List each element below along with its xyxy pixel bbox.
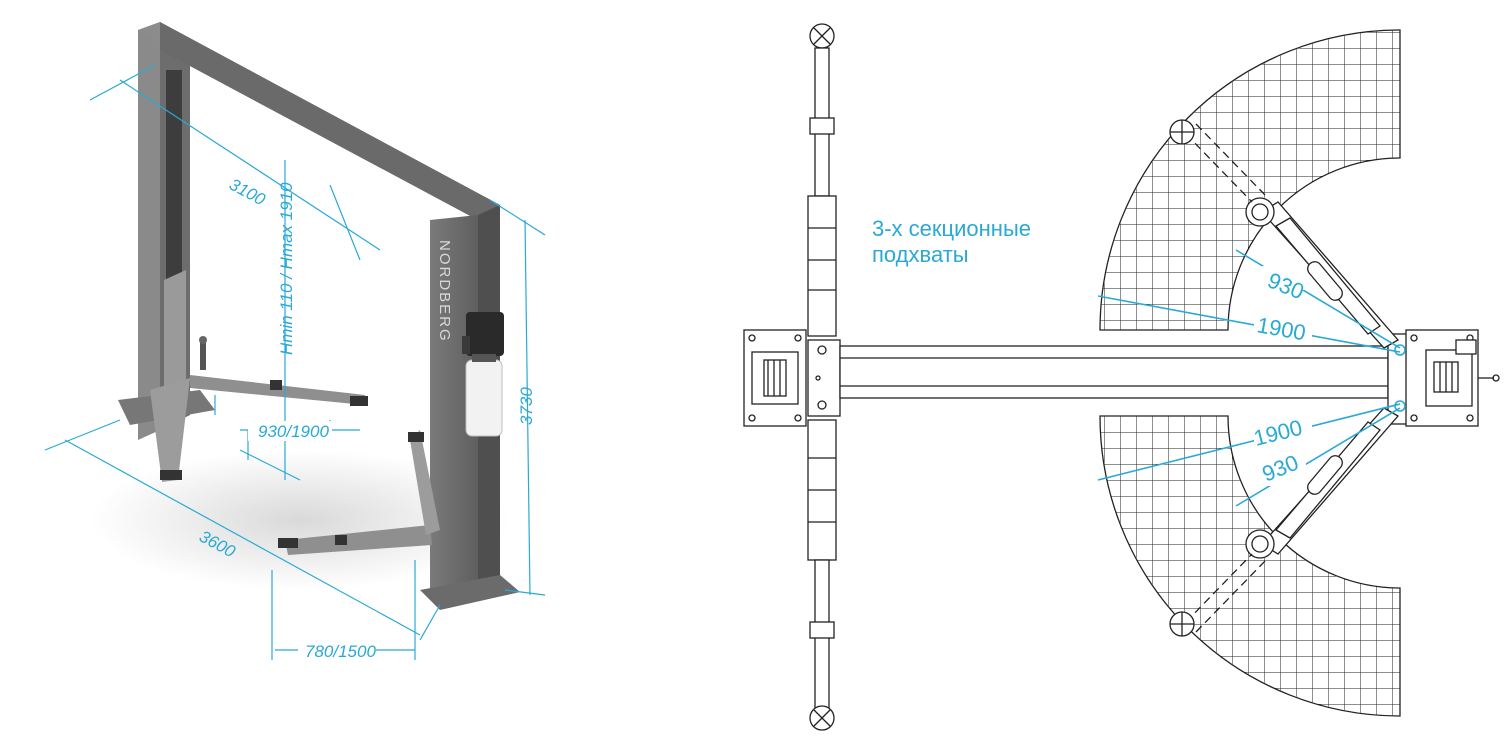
left-arm-short-pad [160, 470, 182, 480]
left-carriage [164, 270, 186, 410]
right-arm-pad-2 [335, 535, 347, 545]
right-arm-short-pad [408, 432, 424, 442]
floor-shadow [90, 450, 510, 590]
motor-cap [462, 336, 470, 354]
label-1900-top-bg [1254, 314, 1312, 338]
left-arm-pad-1 [350, 396, 368, 406]
control-knob [1492, 374, 1500, 382]
lift-3d-view: NORDBERG [44, 22, 546, 661]
label-930-bottom-bg [1262, 462, 1306, 486]
motor [466, 312, 504, 356]
upper-arm-pivot [1245, 197, 1275, 227]
label-930-top-bg [1262, 266, 1306, 290]
left-arm-pin-head [199, 336, 207, 344]
brand-label: NORDBERG [436, 240, 453, 343]
upper-swing-area [1099, 29, 1401, 331]
left-carriage-plan [807, 339, 841, 417]
plan-note-line1: 3-х секционные [872, 216, 1031, 241]
left-post [138, 22, 160, 440]
right-arm-short [410, 430, 440, 535]
left-arm-pad-2 [270, 380, 282, 390]
left-arms-plan [807, 23, 837, 731]
right-base-plate [420, 575, 520, 610]
dim-width: 3100 [226, 175, 269, 210]
label-1900-bottom-bg [1254, 420, 1312, 446]
upper-arm-plan [1169, 119, 1400, 349]
dim-lift-height: Hmin 110 / Hmax 1910 [277, 182, 296, 355]
dim-short-arm: 780/1500 [305, 642, 376, 661]
oil-tank [465, 359, 503, 437]
top-beam-face [160, 22, 500, 232]
lower-arm-pivot [1245, 529, 1275, 559]
right-arm-long [285, 525, 432, 555]
lower-arm-plan [1169, 407, 1400, 637]
left-arm-pin [200, 340, 206, 370]
right-post [430, 215, 478, 600]
plan-dimension-lines [1097, 249, 1406, 507]
floor-beam [839, 345, 1389, 399]
dim-arm-reach-bg [248, 421, 332, 441]
dim-arm-reach: 930/1900 [258, 422, 329, 441]
lift-plan-view [743, 23, 1500, 731]
left-arm-short [150, 378, 190, 482]
oil-tank-cap [472, 354, 496, 362]
dim-height: 3730 [517, 387, 536, 425]
right-arm-pad-1 [278, 538, 298, 548]
plan-note-line2: подхваты [872, 242, 969, 267]
lower-swing-area [1099, 415, 1401, 717]
dim-short-arm-bg [298, 641, 376, 661]
